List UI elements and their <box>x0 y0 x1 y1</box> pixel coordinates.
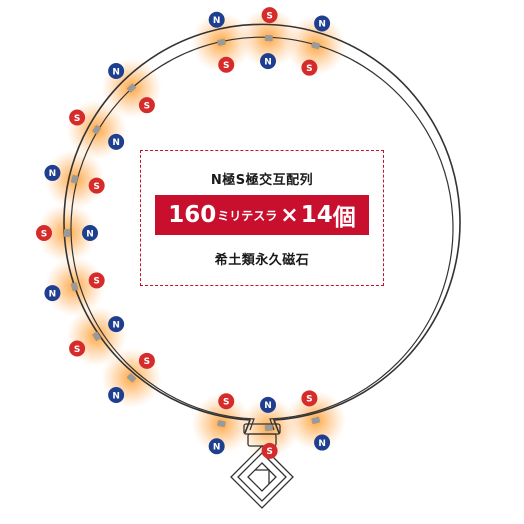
north-pole-icon: N <box>108 133 125 150</box>
south-pole-icon: S <box>301 59 318 76</box>
svg-text:S: S <box>93 182 99 192</box>
cord-segment <box>126 373 137 383</box>
svg-text:S: S <box>144 101 150 111</box>
south-pole-icon: S <box>69 109 86 126</box>
svg-text:S: S <box>223 61 229 71</box>
svg-text:N: N <box>318 20 326 30</box>
svg-text:S: S <box>306 395 312 405</box>
info-heading: N極S極交互配列 <box>210 173 314 188</box>
spec-counter: 個 <box>332 205 356 231</box>
svg-text:N: N <box>112 67 120 77</box>
svg-text:S: S <box>306 64 312 74</box>
spec-value: 160 <box>168 202 217 228</box>
south-pole-icon: S <box>138 97 155 114</box>
cord-segment <box>70 282 79 292</box>
svg-text:S: S <box>266 11 272 21</box>
svg-text:N: N <box>264 401 272 411</box>
south-pole-icon: S <box>88 272 105 289</box>
svg-text:N: N <box>264 57 272 67</box>
info-box: N極S極交互配列 160 ミリテスラ × 14 個 希土類永久磁石 <box>140 150 384 286</box>
svg-text:S: S <box>93 277 99 287</box>
svg-text:S: S <box>74 345 80 355</box>
south-pole-icon: S <box>69 340 86 357</box>
north-pole-icon: N <box>44 164 61 181</box>
south-pole-icon: S <box>218 56 235 73</box>
north-pole-icon: N <box>314 434 331 451</box>
north-pole-icon: N <box>108 387 125 404</box>
north-pole-icon: N <box>108 62 125 79</box>
north-pole-icon: N <box>260 396 277 413</box>
north-pole-icon: N <box>208 438 225 455</box>
svg-text:N: N <box>318 439 326 449</box>
south-pole-icon: S <box>261 7 278 24</box>
cord-segment <box>264 35 273 42</box>
cord-segment <box>92 331 101 341</box>
svg-text:N: N <box>86 229 94 239</box>
svg-text:N: N <box>112 138 120 148</box>
svg-text:S: S <box>144 357 150 367</box>
south-pole-icon: S <box>36 225 52 241</box>
svg-text:N: N <box>49 169 57 179</box>
magnet-beads: N S S N N S S N N S S N N S N S S N N S N S S N N S <box>36 7 331 459</box>
cord-segment <box>311 41 321 50</box>
svg-text:N: N <box>112 320 120 330</box>
south-pole-icon: S <box>138 352 155 369</box>
cord-segment <box>217 38 226 46</box>
svg-text:N: N <box>49 289 57 299</box>
north-pole-icon: N <box>44 285 61 302</box>
cord-segment <box>217 420 226 428</box>
north-pole-icon: N <box>260 53 277 70</box>
cord-segment <box>92 125 101 135</box>
svg-text:S: S <box>74 114 80 124</box>
svg-text:S: S <box>223 398 229 408</box>
spec-count: 14 <box>300 202 333 228</box>
south-pole-icon: S <box>218 393 235 410</box>
svg-text:N: N <box>213 443 221 453</box>
cord-segment <box>70 174 79 184</box>
spec-banner: 160 ミリテスラ × 14 個 <box>155 195 369 235</box>
spec-unit: ミリテスラ <box>217 208 278 223</box>
spec-times: × <box>280 202 299 228</box>
svg-text:S: S <box>266 447 272 457</box>
cord-segment <box>264 424 273 431</box>
pendant-icon <box>230 423 294 509</box>
cord-segment <box>311 416 321 425</box>
south-pole-icon: S <box>261 442 278 459</box>
info-footer: 希土類永久磁石 <box>214 253 310 268</box>
south-pole-icon: S <box>301 390 318 407</box>
north-pole-icon: N <box>82 225 98 241</box>
svg-text:N: N <box>213 16 221 26</box>
north-pole-icon: N <box>314 15 331 32</box>
south-pole-icon: S <box>88 177 105 194</box>
north-pole-icon: N <box>208 11 225 28</box>
north-pole-icon: N <box>108 316 125 333</box>
svg-text:N: N <box>112 391 120 401</box>
cord-segment <box>126 83 137 93</box>
cord-segment <box>64 229 70 237</box>
svg-text:S: S <box>41 229 47 239</box>
necklace-cord <box>63 23 461 434</box>
